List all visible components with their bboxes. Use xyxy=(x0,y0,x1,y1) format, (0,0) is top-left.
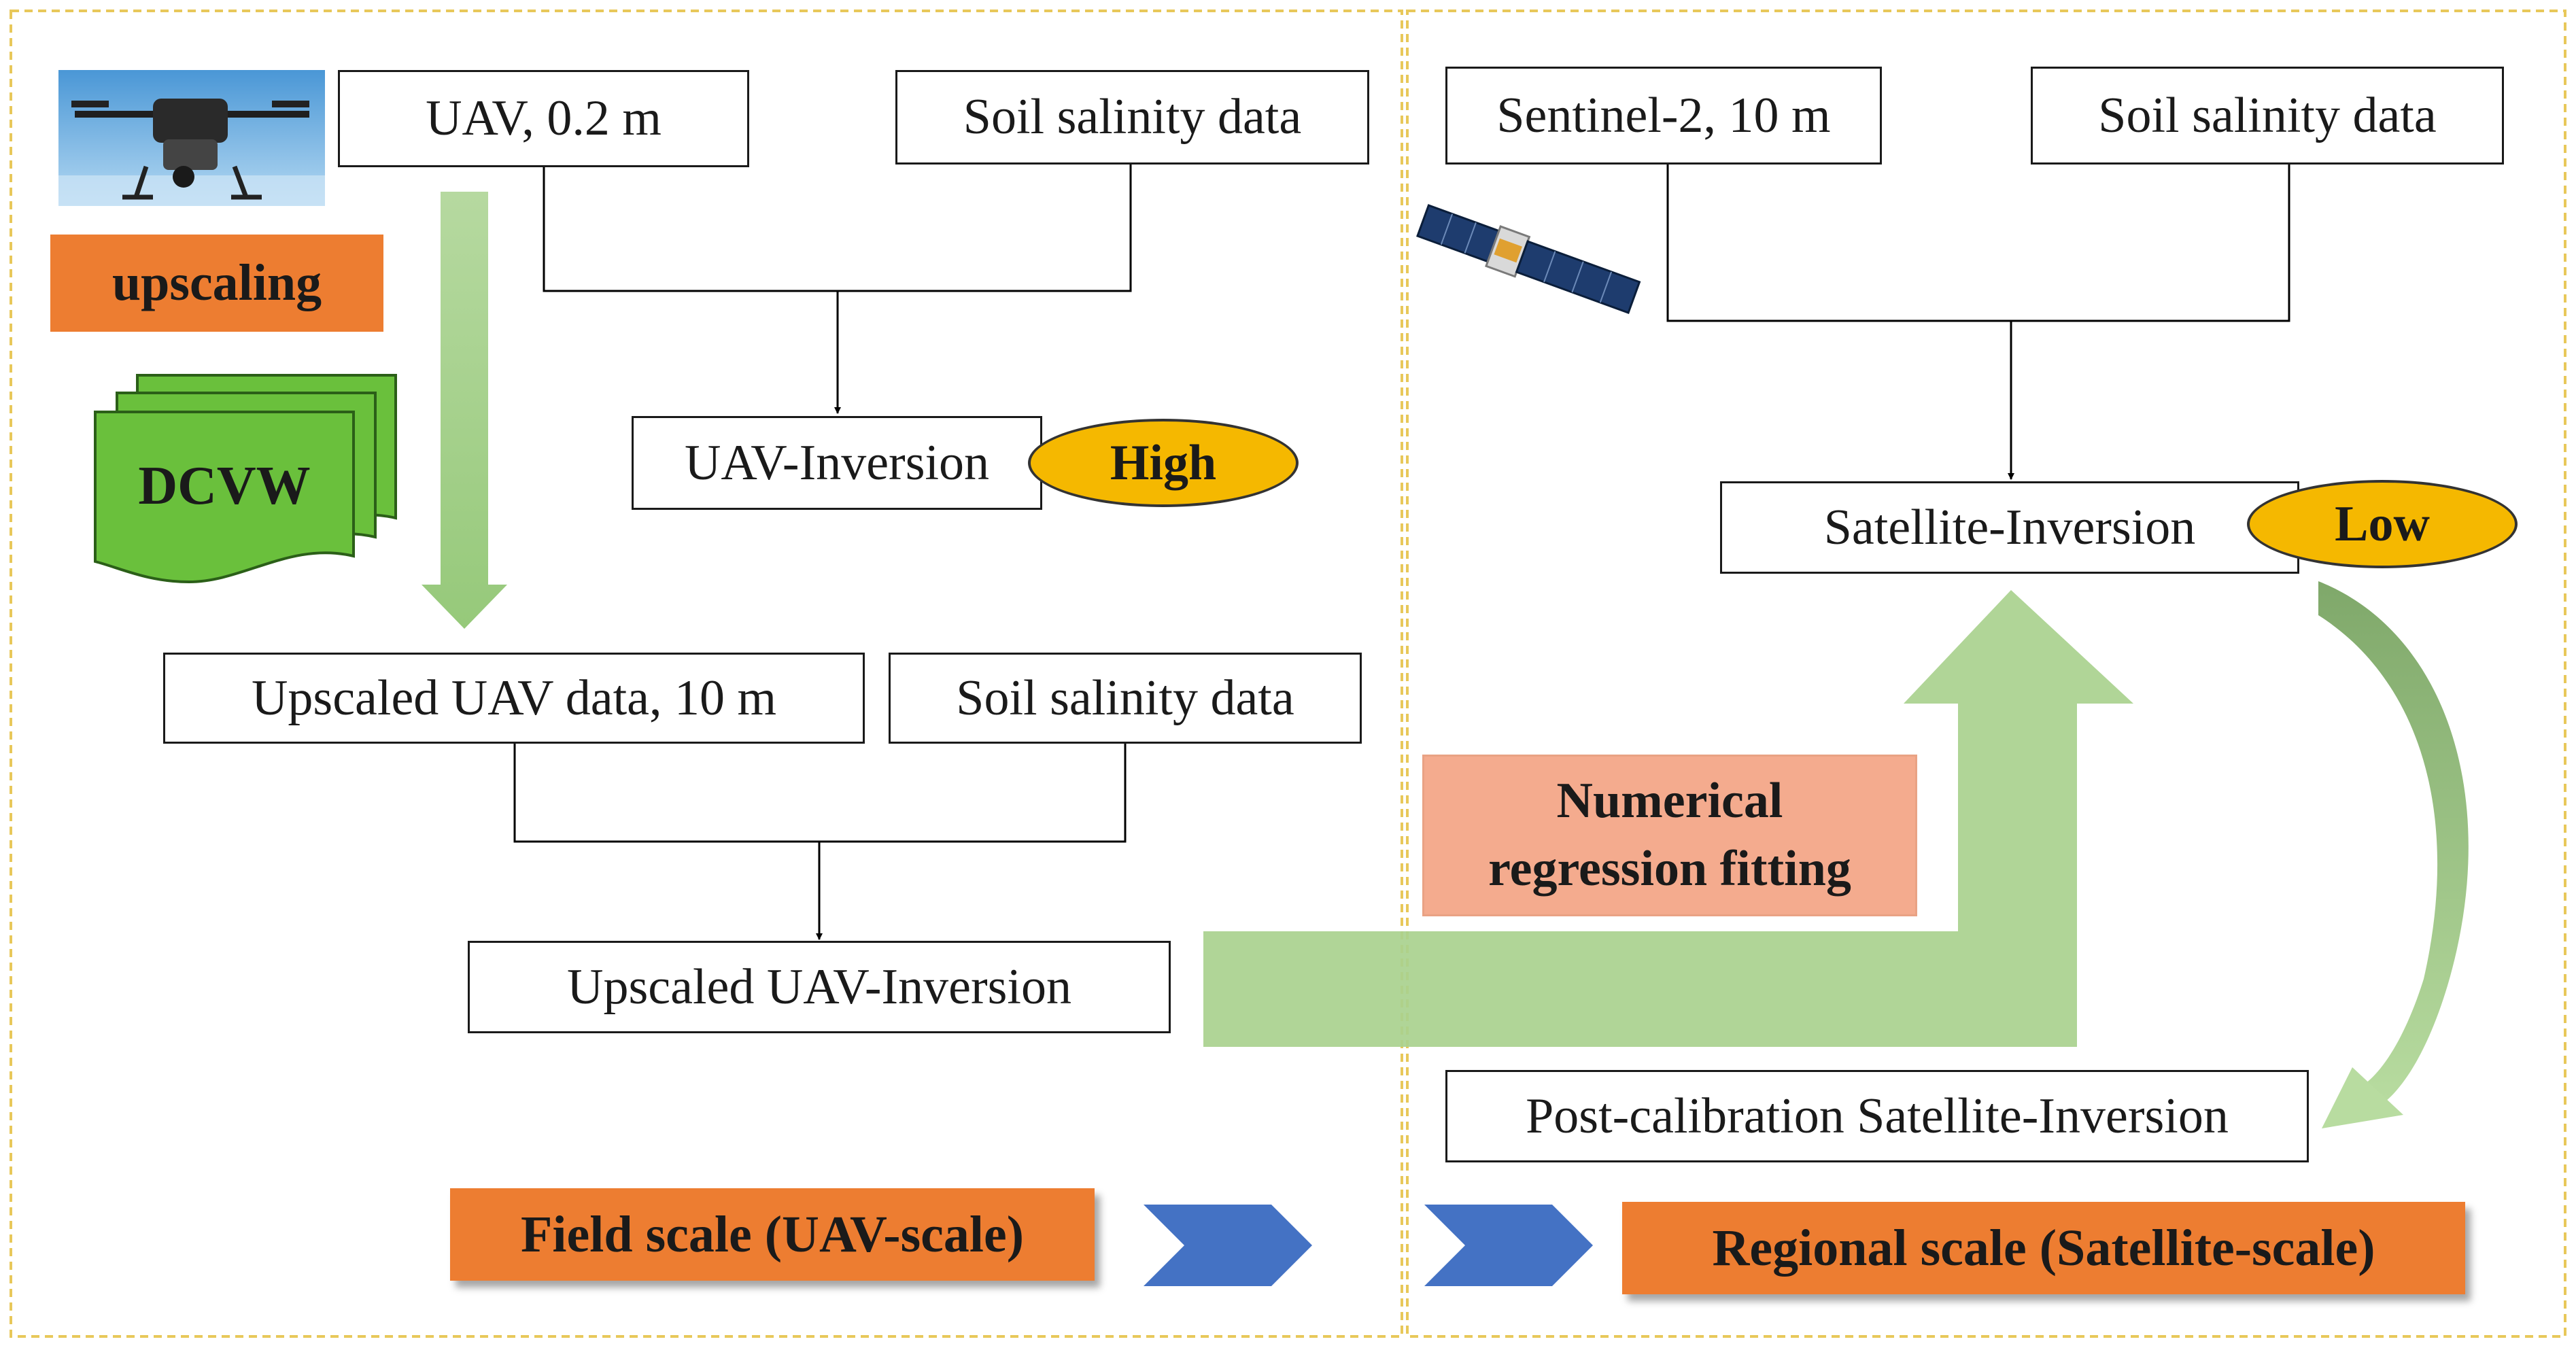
field-panel-border xyxy=(10,10,1403,1338)
low-accuracy-badge: Low xyxy=(2247,480,2518,568)
sentinel-source-box: Sentinel-2, 10 m xyxy=(1445,67,1882,165)
uav-inversion-box: UAV-Inversion xyxy=(632,416,1042,510)
upscaled-inversion-label: Upscaled UAV-Inversion xyxy=(567,958,1071,1015)
regression-arrow xyxy=(1203,590,2133,1047)
chevron-right-icon xyxy=(1144,1205,1312,1286)
low-label: Low xyxy=(2335,496,2430,552)
soil-salinity-label-top: Soil salinity data xyxy=(963,89,1302,145)
regression-fitting-box: Numerical regression fitting xyxy=(1422,755,1917,916)
high-accuracy-badge: High xyxy=(1028,419,1299,507)
regression-line-2: regression fitting xyxy=(1488,841,1851,897)
uav-source-label: UAV, 0.2 m xyxy=(426,90,662,146)
high-label: High xyxy=(1110,434,1217,491)
upscaling-arrow xyxy=(422,192,507,629)
post-calibration-label: Post-calibration Satellite-Inversion xyxy=(1526,1088,2229,1144)
regional-panel-border xyxy=(1406,10,2566,1338)
dcvw-document-stack xyxy=(94,374,397,584)
dcvw-label: DCVW xyxy=(138,456,311,516)
satellite-inversion-box: Satellite-Inversion xyxy=(1720,481,2299,574)
upscaled-data-label: Upscaled UAV data, 10 m xyxy=(251,670,777,726)
post-calibration-box: Post-calibration Satellite-Inversion xyxy=(1445,1070,2309,1162)
drone-photo-icon xyxy=(58,70,325,206)
soil-salinity-box-top: Soil salinity data xyxy=(895,70,1369,165)
soil-salinity-label-regional: Soil salinity data xyxy=(2098,87,2437,143)
soil-salinity-box-regional: Soil salinity data xyxy=(2031,67,2504,165)
regional-scale-label-box: Regional scale (Satellite-scale) xyxy=(1622,1202,2465,1294)
upscaled-data-box: Upscaled UAV data, 10 m xyxy=(163,653,865,744)
uav-inversion-label: UAV-Inversion xyxy=(684,434,990,491)
soil-salinity-label-mid: Soil salinity data xyxy=(956,670,1294,726)
upscaling-label-box: upscaling xyxy=(50,235,383,332)
field-scale-label-box: Field scale (UAV-scale) xyxy=(450,1188,1095,1281)
regional-scale-label: Regional scale (Satellite-scale) xyxy=(1712,1219,2375,1277)
calibration-curve-arrow xyxy=(2318,581,2469,1128)
field-scale-label: Field scale (UAV-scale) xyxy=(520,1205,1025,1263)
uav-source-box: UAV, 0.2 m xyxy=(338,70,749,167)
sentinel-source-label: Sentinel-2, 10 m xyxy=(1496,87,1831,143)
upscaled-inversion-box: Upscaled UAV-Inversion xyxy=(468,941,1171,1033)
soil-salinity-box-mid: Soil salinity data xyxy=(889,653,1362,744)
satellite-icon xyxy=(1416,204,1641,314)
chevron-right-icon xyxy=(1424,1205,1593,1286)
satellite-inversion-label: Satellite-Inversion xyxy=(1823,499,2196,555)
regression-line-1: Numerical xyxy=(1556,773,1783,829)
upscaling-label: upscaling xyxy=(111,254,322,311)
